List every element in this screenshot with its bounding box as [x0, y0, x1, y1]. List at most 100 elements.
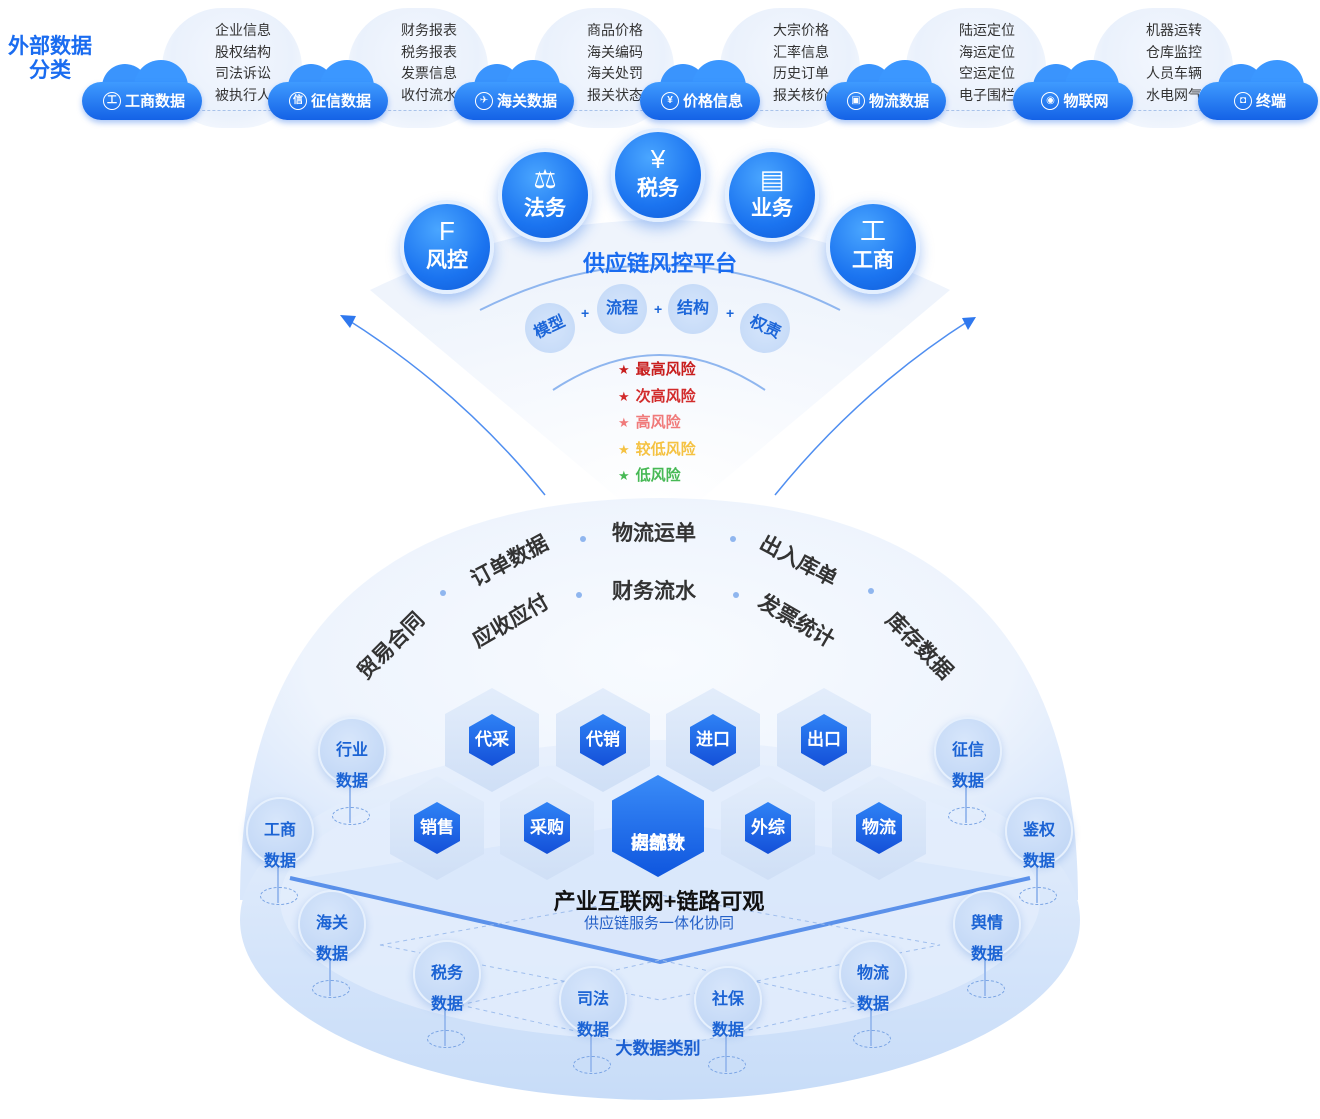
category-label: 终端: [1255, 93, 1286, 110]
category-cloud-button[interactable]: 信征信数据: [268, 60, 388, 122]
risk-level-label: 次高风险: [635, 387, 696, 405]
category-cloud-button[interactable]: ▣物流数据: [826, 60, 946, 122]
category-icon: 信: [288, 92, 307, 111]
category-label: 海关数据: [496, 93, 557, 110]
category-4: 陆运定位海运定位空运定位电子围栏▣物流数据: [826, 0, 1046, 130]
document-icon: ▤: [759, 164, 785, 194]
data-circle-line1: 社保: [711, 991, 744, 1008]
hex-label: 外综: [751, 818, 785, 837]
hex-top-1[interactable]: 代销: [556, 688, 650, 792]
data-circle-3[interactable]: 税务数据: [413, 940, 481, 1013]
hex-label: 物流: [862, 818, 896, 837]
hex-label: 采购: [530, 818, 564, 837]
category-icon: ¥: [660, 92, 679, 111]
data-circle-8[interactable]: 鉴权数据: [1005, 797, 1073, 870]
category-label: 工商数据: [124, 93, 185, 110]
data-circle-line2: 数据: [1022, 853, 1055, 870]
hex-top-2[interactable]: 进口: [666, 688, 760, 792]
category-item: 仓库监控: [1146, 43, 1202, 60]
data-circle-4[interactable]: 司法数据: [559, 966, 627, 1039]
center-hex-line2: 据统计: [631, 833, 685, 853]
data-circle-line1: 司法: [576, 991, 609, 1008]
category-item: 收付流水: [401, 86, 457, 103]
category-item: 海运定位: [959, 43, 1015, 60]
category-6: ◘终端: [1198, 0, 1320, 130]
hex-bottom-2[interactable]: 外综: [721, 776, 815, 880]
title-line1: 外部数据: [8, 35, 92, 58]
category-cloud-button[interactable]: ✈海关数据: [454, 60, 574, 122]
hex-top-0[interactable]: 代采: [445, 688, 539, 792]
module-business[interactable]: ▤ 业务: [725, 148, 819, 242]
category-cloud-button[interactable]: ◉物联网: [1013, 60, 1133, 122]
risk-level-item: ★较低风险: [618, 440, 696, 460]
hex-label: 销售: [420, 818, 454, 837]
category-label: 征信数据: [310, 93, 371, 110]
category-item: 股权结构: [215, 43, 271, 60]
module-label: 业务: [751, 197, 793, 220]
hex-bottom-1[interactable]: 采购: [500, 776, 594, 880]
platform-title: 供应链风控平台: [582, 251, 737, 276]
category-item: 司法诉讼: [215, 65, 271, 81]
hex-bottom-0[interactable]: 销售: [390, 776, 484, 880]
category-items: 商品价格海关编码海关处罚报关状态: [572, 20, 658, 106]
category-cloud-button[interactable]: 工工商数据: [82, 60, 202, 122]
data-circle-7[interactable]: 舆情数据: [953, 890, 1021, 963]
category-item: 商品价格: [587, 22, 643, 38]
gavel-icon: ⚖: [533, 164, 557, 194]
module-tax[interactable]: ¥ 税务: [611, 128, 705, 222]
hex-bottom-3[interactable]: 物流: [832, 776, 926, 880]
data-circle-line1: 舆情: [970, 915, 1003, 932]
module-label: 工商: [852, 249, 894, 272]
data-circle-0[interactable]: 行业数据: [318, 717, 386, 790]
data-circle-2[interactable]: 海关数据: [298, 890, 366, 963]
category-item: 企业信息: [215, 22, 271, 38]
category-cloud-button[interactable]: ◘终端: [1198, 60, 1318, 122]
category-label: 物联网: [1063, 93, 1109, 110]
data-circle-line1: 税务: [430, 965, 463, 982]
module-legal[interactable]: ⚖ 法务: [498, 148, 592, 242]
data-circle-line1: 海关: [315, 915, 348, 932]
hex-label: 代销: [586, 730, 620, 749]
category-icon: 工: [102, 92, 121, 111]
module-commerce[interactable]: 工 工商: [826, 200, 920, 294]
category-item: 报关核价: [773, 86, 829, 103]
category-icon: ◉: [1041, 92, 1060, 111]
element-process: 流程: [597, 284, 647, 334]
risk-level-item: ★最高风险: [618, 360, 696, 380]
module-label: 风控: [426, 249, 468, 272]
category-item: 报关状态: [587, 86, 643, 103]
data-circle-line1: 行业: [335, 742, 368, 759]
hex-label: 出口: [807, 730, 841, 749]
category-cloud-button[interactable]: ¥价格信息: [640, 60, 760, 122]
data-circle-5[interactable]: 社保数据: [694, 966, 762, 1039]
risk-level-item: ★次高风险: [618, 387, 696, 407]
hex-top-3[interactable]: 出口: [777, 688, 871, 792]
data-circle-line1: 工商: [263, 822, 296, 839]
category-item: 海关处罚: [587, 65, 643, 81]
category-item: 财务报表: [401, 22, 457, 38]
category-item: 汇率信息: [773, 43, 829, 60]
data-circle-line1: 征信: [951, 742, 984, 759]
hex-label: 代采: [475, 730, 509, 749]
star-icon: ★: [618, 468, 630, 483]
category-item: 人员车辆: [1146, 65, 1202, 81]
plus-sign: +: [581, 305, 590, 321]
element-structure: 结构: [668, 284, 718, 334]
big-data-category-label: 大数据类别: [615, 1039, 701, 1058]
category-item: 空运定位: [959, 65, 1015, 81]
data-circle-6[interactable]: 物流数据: [839, 940, 907, 1013]
category-icon: ◘: [1233, 92, 1252, 111]
module-label: 法务: [524, 197, 566, 220]
category-1: 财务报表税务报表发票信息收付流水信征信数据: [268, 0, 488, 130]
module-risk-control[interactable]: F 风控: [400, 200, 494, 294]
plus-sign: +: [654, 301, 663, 317]
category-icon: ▣: [846, 92, 865, 111]
hex-label: 进口: [696, 730, 730, 749]
data-circle-1[interactable]: 工商数据: [246, 797, 314, 870]
data-circle-9[interactable]: 征信数据: [934, 717, 1002, 790]
category-items: 企业信息股权结构司法诉讼被执行人: [200, 20, 286, 106]
category-items: 陆运定位海运定位空运定位电子围栏: [944, 20, 1030, 106]
category-items: 财务报表税务报表发票信息收付流水: [386, 20, 472, 106]
category-item: 海关编码: [587, 43, 643, 60]
star-icon: ★: [618, 415, 630, 430]
